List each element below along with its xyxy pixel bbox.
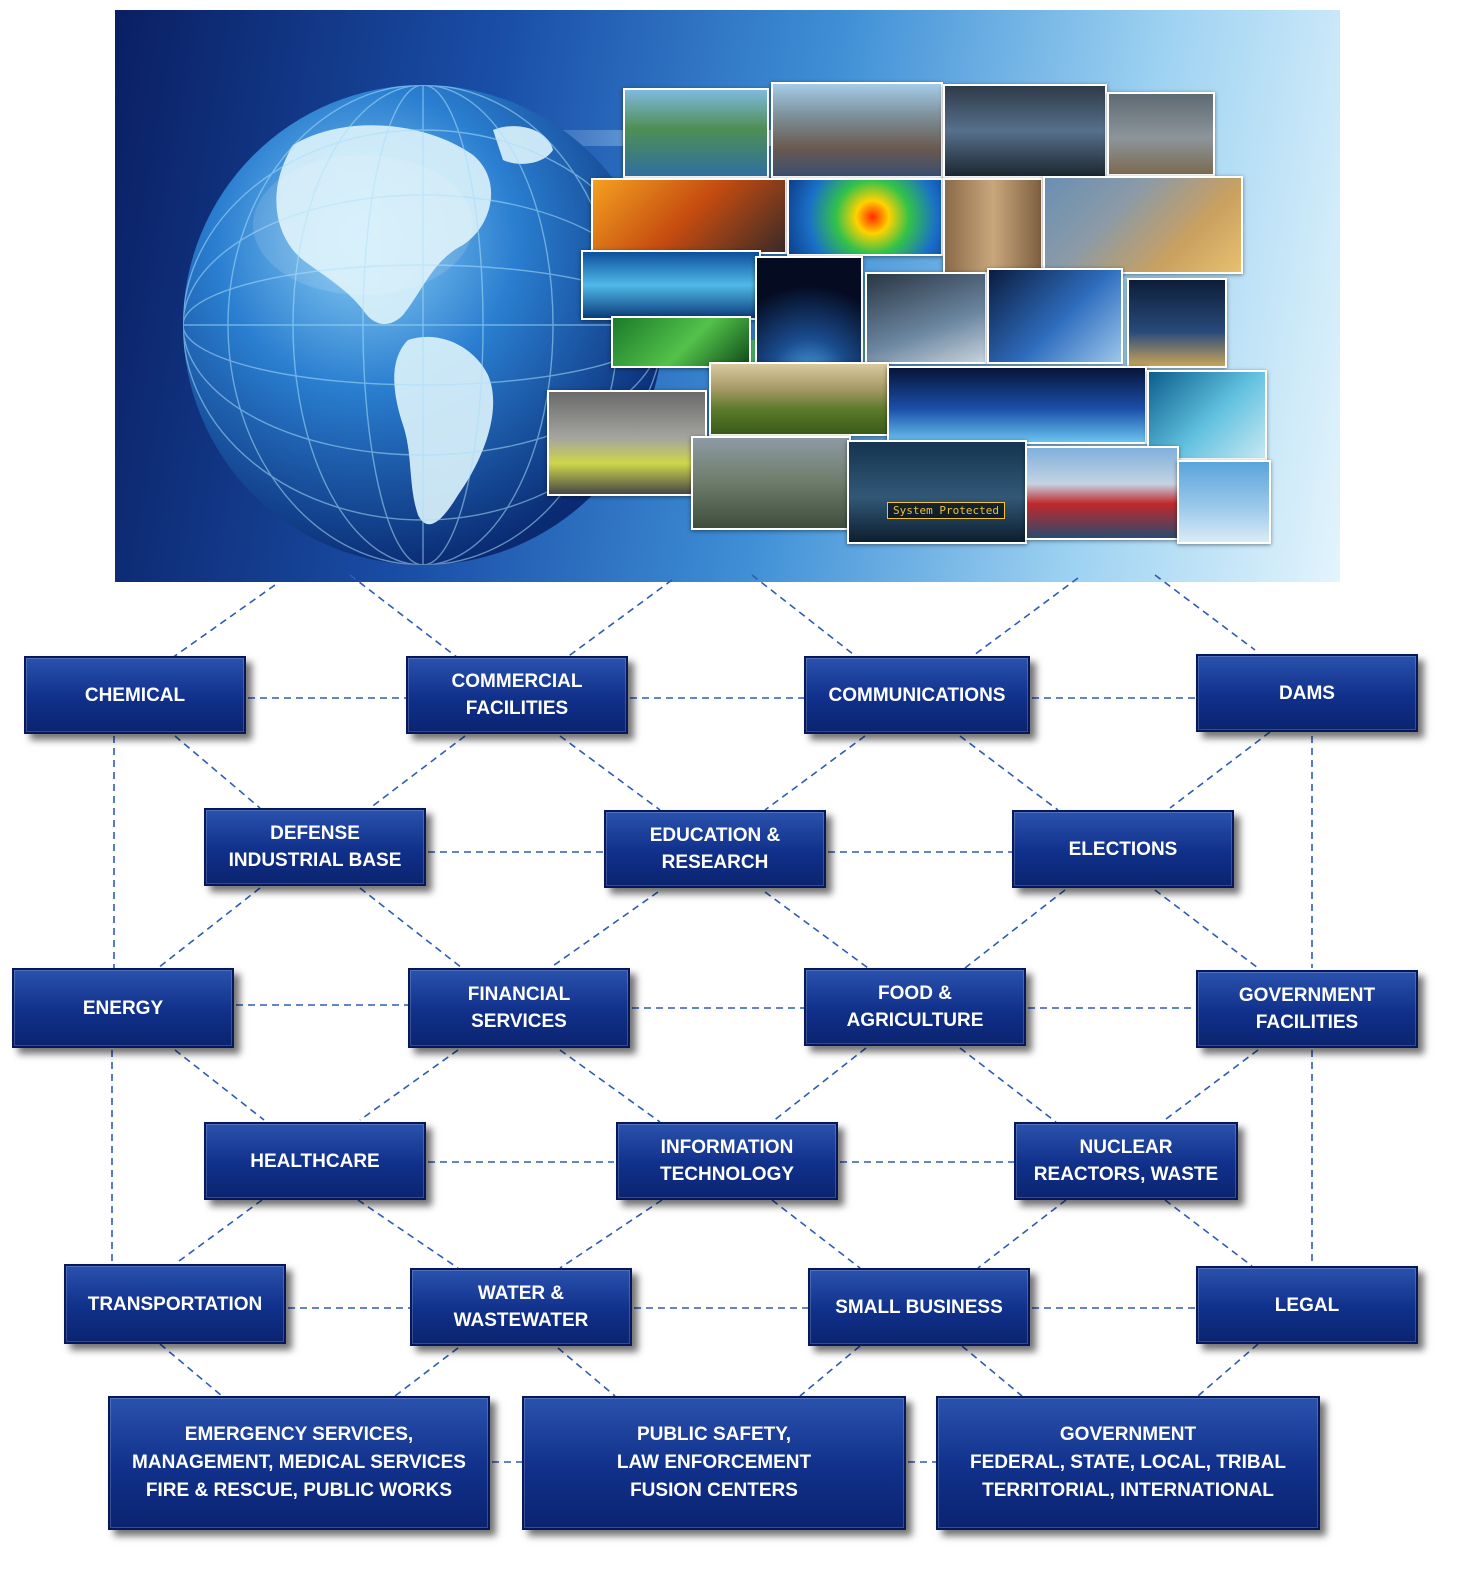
partner-public-safety: PUBLIC SAFETY, LAW ENFORCEMENT FUSION CE… (522, 1396, 906, 1530)
control-room-photo (943, 84, 1107, 178)
sector-food-agriculture: FOOD & AGRICULTURE (804, 968, 1026, 1046)
hurricane-radar-photo (787, 178, 943, 256)
finance-chart-photo (1127, 278, 1227, 368)
fighter-jet-photo (1177, 460, 1271, 544)
green-digital-photo (611, 316, 751, 368)
transport-modes-photo (1025, 446, 1179, 540)
aircraft-photo (865, 272, 987, 364)
emergency-scene-photo (547, 390, 707, 496)
river-photo (623, 88, 769, 178)
shipping-port-photo (771, 82, 943, 178)
partner-emergency-services: EMERGENCY SERVICES, MANAGEMENT, MEDICAL … (108, 1396, 490, 1530)
sector-education-research: EDUCATION & RESEARCH (604, 810, 826, 888)
sector-nuclear-reactors-waste: NUCLEAR REACTORS, WASTE (1014, 1122, 1238, 1200)
sector-communications: COMMUNICATIONS (804, 656, 1030, 734)
flooded-town-photo (691, 436, 851, 530)
network-photo (581, 250, 761, 320)
tornado-photo (1107, 92, 1215, 176)
infrastructure-collage-photo (1043, 176, 1243, 274)
system-protected-label: System Protected (887, 502, 1005, 519)
sector-defense-industrial-base: DEFENSE INDUSTRIAL BASE (204, 808, 426, 886)
sector-healthcare: HEALTHCARE (204, 1122, 426, 1200)
sector-chemical: CHEMICAL (24, 656, 246, 734)
farm-tractor-photo (709, 362, 889, 436)
sector-information-technology: INFORMATION TECHNOLOGY (616, 1122, 838, 1200)
sector-transportation: TRANSPORTATION (64, 1264, 286, 1344)
sector-elections: ELECTIONS (1012, 810, 1234, 888)
city-night-photo (887, 366, 1147, 444)
sector-legal: LEGAL (1196, 1266, 1418, 1344)
partner-government: GOVERNMENT FEDERAL, STATE, LOCAL, TRIBAL… (936, 1396, 1320, 1530)
sector-commercial-facilities: COMMERCIAL FACILITIES (406, 656, 628, 734)
sector-dams: DAMS (1196, 654, 1418, 732)
stethoscope-photo (1147, 370, 1267, 460)
earth-orbit-photo (755, 256, 863, 364)
sector-small-business: SMALL BUSINESS (808, 1268, 1030, 1346)
globe-icon (173, 75, 673, 575)
sector-energy: ENERGY (12, 968, 234, 1048)
banner-image: System Protected (115, 10, 1340, 582)
sector-government-facilities: GOVERNMENT FACILITIES (1196, 970, 1418, 1048)
satellite-photo (987, 268, 1123, 364)
sector-financial-services: FINANCIAL SERVICES (408, 968, 630, 1048)
sector-water-wastewater: WATER & WASTEWATER (410, 1268, 632, 1346)
